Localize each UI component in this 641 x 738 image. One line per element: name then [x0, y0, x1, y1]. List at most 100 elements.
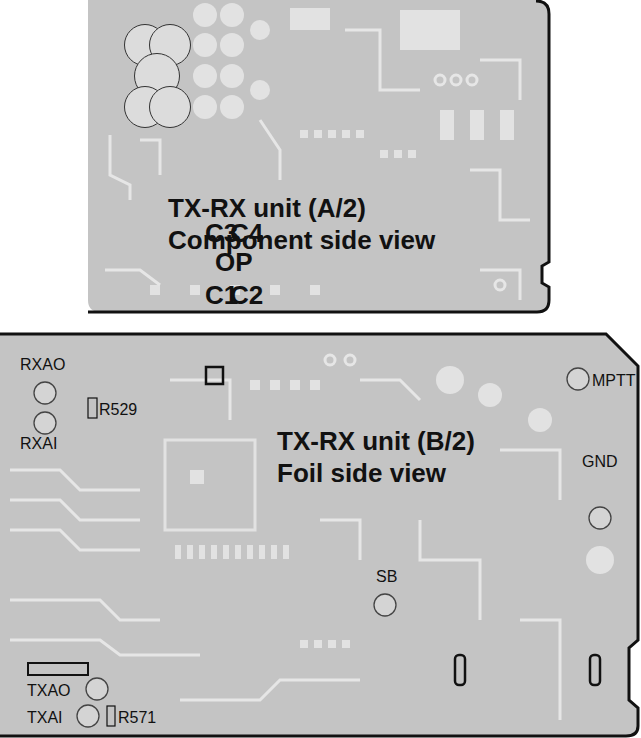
test-point [77, 705, 99, 727]
pad [220, 64, 244, 88]
signal-label: TXAO [27, 683, 71, 699]
traces [10, 355, 560, 720]
pad [187, 545, 193, 559]
ic-outline [165, 440, 255, 530]
test-point [34, 382, 56, 404]
test-point-pad: C2 [149, 86, 191, 128]
pad [190, 470, 204, 484]
signal-label: MPTT [592, 373, 636, 389]
test-point [567, 368, 589, 390]
pad [250, 380, 260, 390]
trace [105, 270, 160, 285]
board-edge [0, 334, 638, 736]
pad [190, 285, 200, 295]
pad [342, 130, 350, 138]
pad [290, 8, 330, 30]
trace [10, 500, 140, 520]
pad [193, 95, 217, 119]
pad [314, 640, 322, 648]
slot-mark [455, 655, 465, 685]
pad [220, 3, 244, 27]
pad [220, 33, 244, 57]
component-marks [28, 367, 600, 726]
trace [260, 120, 280, 180]
trace [10, 530, 140, 550]
pad [356, 130, 364, 138]
trace [10, 600, 160, 620]
pad [211, 545, 217, 559]
trace [10, 640, 200, 655]
solder-pads [150, 3, 514, 295]
pad [440, 110, 454, 140]
via [451, 75, 461, 85]
trace [480, 60, 520, 100]
pad [259, 545, 265, 559]
resistor-symbol [88, 398, 97, 418]
solder-pads [165, 366, 614, 648]
pad [380, 150, 388, 158]
pad [250, 80, 270, 100]
pad [250, 20, 270, 40]
pad [328, 130, 336, 138]
pad [310, 380, 320, 390]
pad [300, 640, 308, 648]
test-points [34, 368, 611, 727]
via [345, 355, 355, 365]
pad [193, 64, 217, 88]
pad [478, 383, 502, 407]
pad [408, 150, 416, 158]
pad [220, 95, 244, 119]
pad [235, 545, 241, 559]
signal-label: R571 [118, 710, 156, 726]
test-point [86, 678, 108, 700]
trace [345, 30, 420, 90]
pad [271, 545, 277, 559]
pad [223, 545, 229, 559]
pad-label: C4 [230, 219, 263, 248]
signal-label: TXAI [27, 710, 63, 726]
slot-mark [590, 655, 600, 685]
pad-label: C2 [230, 281, 263, 310]
pad [314, 130, 322, 138]
pad [150, 285, 160, 295]
trace [10, 470, 140, 490]
trace [320, 520, 360, 560]
signal-label: R529 [99, 402, 137, 418]
via [495, 280, 505, 290]
pad [528, 408, 552, 432]
resistor-symbol [107, 706, 115, 726]
pad [193, 33, 217, 57]
test-point [589, 507, 611, 529]
signal-label: RXAO [20, 357, 65, 373]
pad [328, 640, 336, 648]
trace [180, 680, 360, 700]
pad [193, 3, 217, 27]
pad [247, 545, 253, 559]
pad [270, 380, 280, 390]
board-outline [88, 0, 550, 312]
board-edge [88, 1, 549, 312]
trace [520, 620, 560, 720]
via [325, 355, 335, 365]
trace [420, 520, 480, 620]
trace [170, 380, 230, 420]
trace [140, 140, 160, 175]
board-title: TX-RX unit (A/2) [168, 194, 366, 223]
trace [110, 135, 130, 200]
signal-label: GND [582, 454, 618, 470]
connector-mark [28, 663, 88, 675]
pad [400, 10, 460, 50]
board-panel: TX-RX unit (A/2)Component side viewC3C4O… [88, 0, 550, 312]
pad [290, 380, 300, 390]
via [435, 75, 445, 85]
trace [500, 450, 560, 500]
pad [175, 545, 181, 559]
board-outline [0, 335, 638, 736]
signal-label: RXAI [20, 436, 57, 452]
board-panel: TX-RX unit (B/2)Foil side view [0, 335, 641, 736]
pad [586, 546, 614, 574]
test-point [34, 412, 56, 434]
pad [500, 110, 514, 140]
pad [470, 110, 484, 140]
